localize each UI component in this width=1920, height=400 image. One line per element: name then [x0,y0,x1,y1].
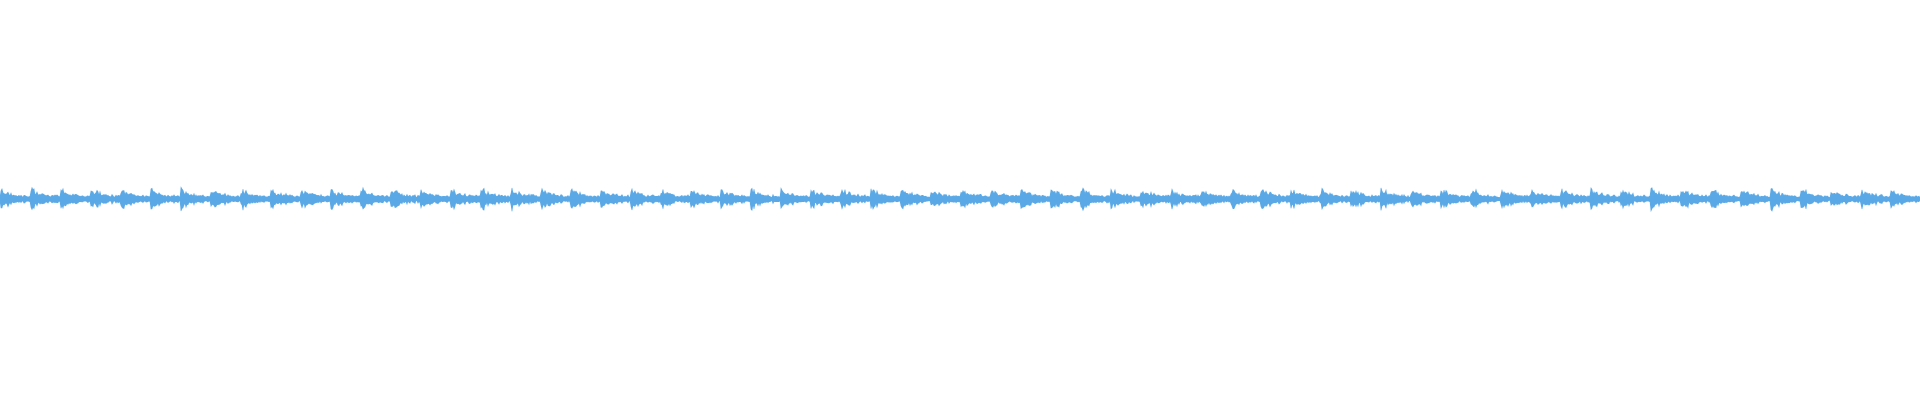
waveform-envelope [0,186,1920,213]
